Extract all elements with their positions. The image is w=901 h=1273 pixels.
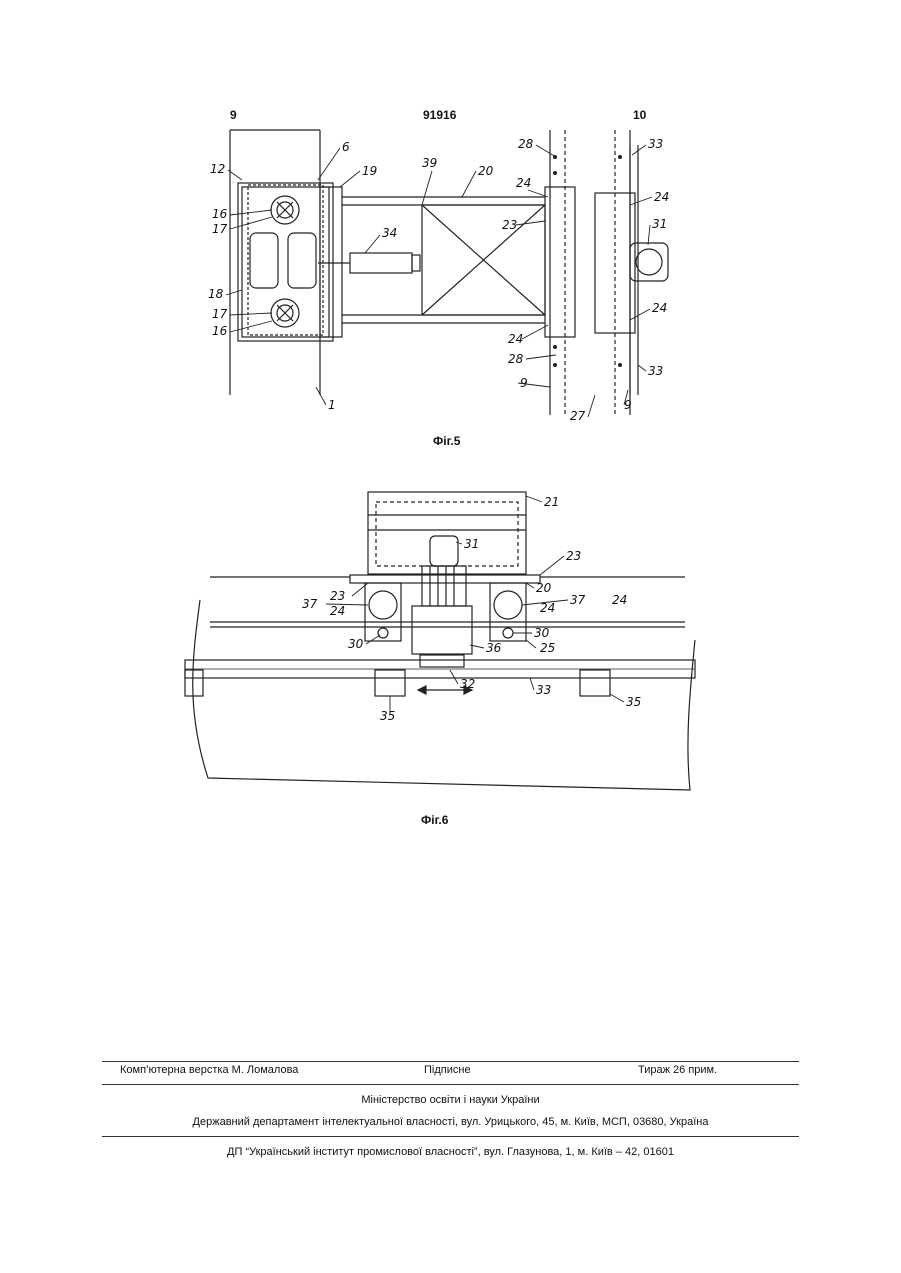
fig6-label-37b: 37 bbox=[570, 593, 586, 607]
fig6-label-30: 30 bbox=[348, 637, 364, 651]
fig5-label-27: 27 bbox=[570, 409, 586, 423]
fig6-label-30b: 30 bbox=[534, 626, 550, 640]
footer-ministry: Міністерство освіти і науки України bbox=[102, 1094, 799, 1106]
fig6-label-35: 35 bbox=[380, 709, 395, 723]
footer-signed: Підписне bbox=[424, 1064, 471, 1076]
fig6-label-20: 20 bbox=[536, 581, 552, 595]
fig6-label-24: 24 bbox=[330, 604, 345, 618]
fig5-label-12: 12 bbox=[210, 162, 225, 176]
fig6-label-32: 32 bbox=[460, 677, 475, 691]
fig5-label-39: 39 bbox=[422, 156, 437, 170]
footer-department: Державний департамент інтелектуальної вл… bbox=[102, 1116, 799, 1128]
fig5-label-23: 23 bbox=[502, 218, 517, 232]
fig5-label-33: 33 bbox=[648, 137, 663, 151]
fig5-label-17b: 17 bbox=[212, 307, 228, 321]
fig6-label-23: 23 bbox=[566, 549, 581, 563]
fig5-label-19: 19 bbox=[362, 164, 377, 178]
fig5-label-24b: 24 bbox=[654, 190, 669, 204]
figure-5-drawing: 6 12 19 39 20 16 17 34 28 33 24 24 23 31… bbox=[200, 125, 700, 425]
fig6-label-37: 37 bbox=[302, 597, 318, 611]
footer-rule-top bbox=[102, 1061, 799, 1062]
fig5-label-34: 34 bbox=[382, 226, 397, 240]
fig6-label-33: 33 bbox=[536, 683, 551, 697]
fig6-label-36: 36 bbox=[486, 641, 502, 655]
footer-institute: ДП “Український інститут промислової вла… bbox=[102, 1146, 799, 1158]
footer-typesetting: Комп’ютерна верстка М. Ломалова bbox=[120, 1064, 298, 1076]
fig5-label-24c: 24 bbox=[652, 301, 667, 315]
fig5-label-16b: 16 bbox=[212, 324, 228, 338]
footer-circulation: Тираж 26 прим. bbox=[638, 1064, 717, 1076]
fig6-label-31: 31 bbox=[464, 537, 479, 551]
fig6-label-23b: 23 bbox=[330, 589, 345, 603]
footer-rule-bottom bbox=[102, 1136, 799, 1137]
fig5-label-6: 6 bbox=[342, 140, 350, 154]
fig5-label-28b: 28 bbox=[508, 352, 524, 366]
document-number: 91916 bbox=[423, 108, 456, 122]
right-page-number: 10 bbox=[633, 108, 646, 122]
fig5-label-24: 24 bbox=[516, 176, 531, 190]
fig5-label-16: 16 bbox=[212, 207, 228, 221]
figure-6-caption: Фіг.6 bbox=[421, 813, 448, 827]
figure-6-drawing: 21 31 23 23 20 37 24 37 24 24 30 30 36 2… bbox=[180, 480, 700, 800]
fig5-label-17: 17 bbox=[212, 222, 228, 236]
fig5-label-18: 18 bbox=[208, 287, 224, 301]
fig5-label-20: 20 bbox=[478, 164, 494, 178]
fig6-label-35b: 35 bbox=[626, 695, 641, 709]
fig5-label-33b: 33 bbox=[648, 364, 663, 378]
fig5-label-31: 31 bbox=[652, 217, 667, 231]
left-page-number: 9 bbox=[230, 108, 237, 122]
figure-5-caption: Фіг.5 bbox=[433, 434, 460, 448]
fig6-label-21: 21 bbox=[544, 495, 559, 509]
fig6-label-25: 25 bbox=[540, 641, 555, 655]
fig5-label-28: 28 bbox=[518, 137, 534, 151]
footer-rule-middle bbox=[102, 1084, 799, 1085]
fig5-label-24d: 24 bbox=[508, 332, 523, 346]
fig5-label-1: 1 bbox=[328, 398, 336, 412]
fig6-label-24c: 24 bbox=[612, 593, 627, 607]
